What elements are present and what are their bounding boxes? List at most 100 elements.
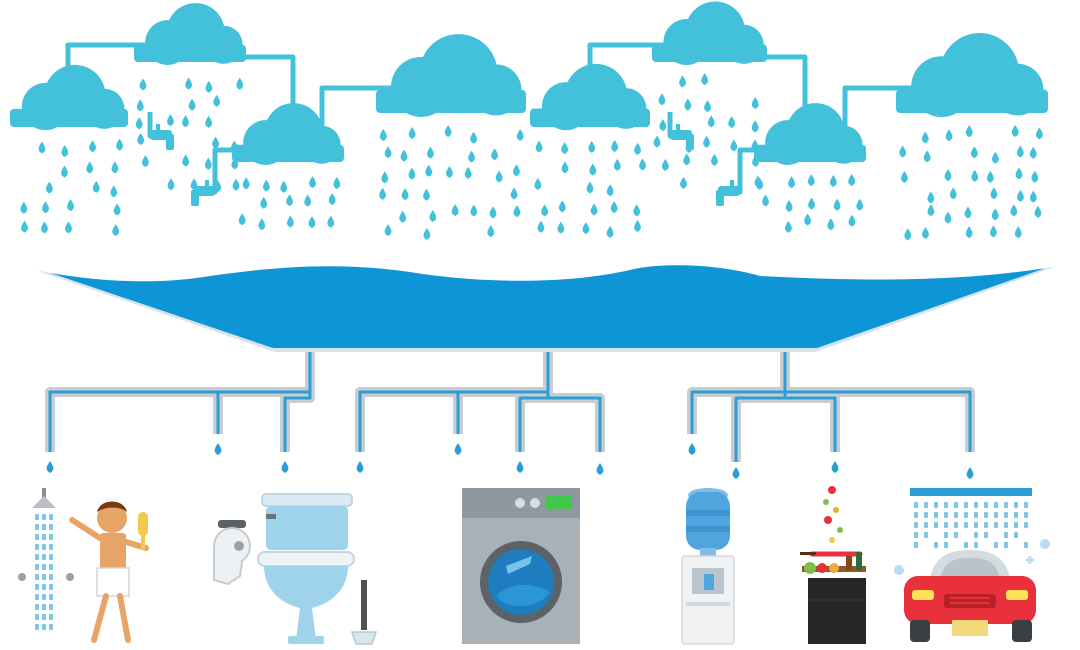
shower-drop <box>35 624 39 630</box>
shower-drop <box>35 544 39 550</box>
shower-drop <box>42 564 46 570</box>
rain-drop <box>491 148 498 161</box>
washing-machine-icon <box>462 488 580 644</box>
rain-drop <box>558 200 566 213</box>
car-wash-drop <box>1024 522 1028 528</box>
rain-drop <box>922 226 929 239</box>
rain-drop <box>516 461 524 473</box>
rain-drop <box>236 77 244 90</box>
rain-drop <box>213 94 221 107</box>
rain-drop <box>470 204 478 217</box>
rain-drop <box>904 228 912 241</box>
rain-drop <box>487 225 495 238</box>
rain-drop <box>945 129 953 142</box>
shower-drop <box>42 574 46 580</box>
rain-drop <box>489 206 497 219</box>
shower-drop <box>35 604 39 610</box>
rain-drop <box>653 135 661 148</box>
rain-drop <box>684 98 692 111</box>
car-wash-drop <box>954 522 958 528</box>
rain-drop <box>610 201 618 214</box>
rain-drop <box>965 226 973 239</box>
rain-drop <box>986 170 994 183</box>
shower-drop <box>42 524 46 530</box>
rain-drop <box>633 204 641 217</box>
car-wash-drop <box>984 502 988 508</box>
rain-drop <box>704 100 711 113</box>
toilet-icon <box>213 493 378 645</box>
rain-drop <box>680 176 687 189</box>
car-wash-drop <box>1004 532 1008 538</box>
rain-drop <box>899 145 907 158</box>
faucet-icon <box>191 180 215 206</box>
car-wash-drop <box>1004 542 1008 548</box>
rain-drop <box>762 194 769 207</box>
rain-drop <box>188 98 196 111</box>
rain-drops <box>20 73 1043 241</box>
car-wash-drop <box>944 532 948 538</box>
rain-drop <box>944 211 952 224</box>
rain-drop <box>1016 145 1024 158</box>
rain-drop <box>927 204 935 217</box>
rain-drop <box>596 463 604 475</box>
shower-drop <box>42 534 46 540</box>
car-wash-drop <box>974 522 978 528</box>
rain-drop <box>384 146 392 159</box>
pipe-inner <box>358 352 550 452</box>
car-wash-drop <box>964 502 968 508</box>
rain-drop <box>991 208 999 221</box>
rain-drop <box>965 125 973 138</box>
rain-drop <box>110 185 118 198</box>
rain-drop <box>381 171 389 184</box>
shower-drop <box>42 604 46 610</box>
rain-drop <box>142 155 149 168</box>
rain-drop <box>427 146 434 159</box>
cloud-icon <box>896 33 1048 118</box>
rain-drop <box>659 119 667 132</box>
rain-drop <box>582 222 590 235</box>
shower-drop <box>49 524 53 530</box>
rain-drop <box>541 204 549 217</box>
rain-drop <box>425 164 433 177</box>
rain-drop <box>683 153 691 166</box>
car-wash-drop <box>1014 522 1018 528</box>
rain-drop <box>185 77 192 90</box>
car-wash-drop <box>1004 512 1008 518</box>
pipe-outer <box>731 392 790 462</box>
car-wash-drop <box>964 542 968 548</box>
rain-drop <box>136 99 144 112</box>
rain-drop <box>92 180 100 193</box>
rain-drop <box>685 140 693 153</box>
rain-drop <box>167 178 175 191</box>
rain-drop <box>588 140 596 153</box>
rain-drop <box>589 163 597 176</box>
car-wash-drop <box>954 502 958 508</box>
rain-drop <box>408 167 416 180</box>
car-wash-drop <box>974 502 978 508</box>
car-wash-drop <box>974 532 978 538</box>
rain-drop <box>964 206 972 219</box>
rain-drop <box>971 169 979 182</box>
car-wash-drop <box>994 502 998 508</box>
car-wash-drop <box>914 532 918 538</box>
shower-drop <box>49 574 53 580</box>
cloud-icon <box>530 63 650 131</box>
car-wash-drop <box>994 542 998 548</box>
rain-drop <box>788 176 795 189</box>
shower-drop <box>35 584 39 590</box>
car-wash-drop <box>914 502 918 508</box>
car-wash-drop <box>1024 542 1028 548</box>
rain-drop <box>190 178 198 191</box>
rain-drop <box>606 225 614 238</box>
rain-drop <box>804 213 812 226</box>
rain-drop <box>308 216 316 229</box>
pipe-outer <box>543 392 605 452</box>
rain-drop <box>42 201 49 214</box>
rain-drop <box>949 187 957 200</box>
rain-drop <box>808 197 815 210</box>
car-wash-drop <box>914 512 918 518</box>
shower-drop <box>49 564 53 570</box>
rain-drop <box>401 188 409 201</box>
cloud-icon <box>652 1 767 66</box>
rain-drop <box>287 215 294 228</box>
